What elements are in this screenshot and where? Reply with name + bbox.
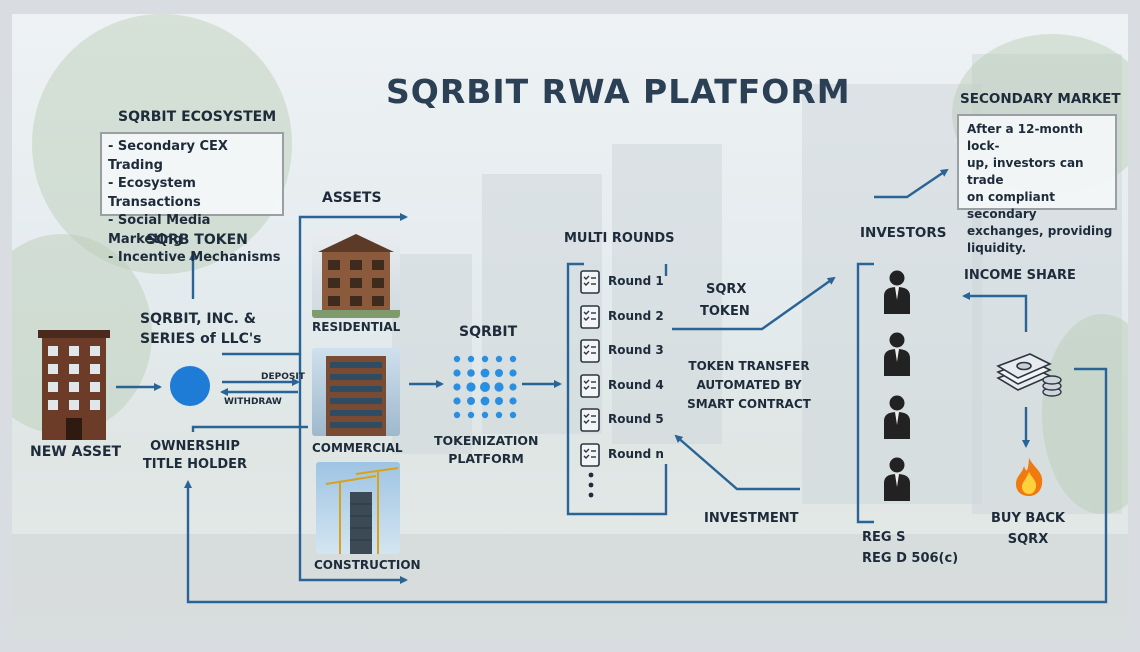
document-check-icon	[580, 305, 600, 329]
ecosystem-item: - Ecosystem Transactions	[108, 176, 201, 210]
arrow-investment-rounds	[674, 434, 800, 491]
arrow-income-share	[962, 292, 1028, 332]
commercial-image	[312, 348, 400, 436]
arrow-secondary	[874, 168, 949, 199]
secondary-text: liquidity.	[967, 241, 1027, 255]
construction-label: CONSTRUCTION	[314, 558, 421, 572]
ecosystem-box: - Secondary CEX Trading - Ecosystem Tran…	[100, 132, 284, 265]
residential-label: RESIDENTIAL	[312, 320, 401, 334]
round-label: Round 4	[608, 378, 664, 392]
round-label: Round 2	[608, 309, 664, 323]
document-check-icon	[580, 270, 600, 294]
multi-rounds-heading: MULTI ROUNDS	[564, 231, 675, 246]
ecosystem-item: - Secondary CEX Trading	[108, 139, 228, 173]
round-label: Round 1	[608, 274, 664, 288]
sqrbit-label: SQRBIT	[459, 324, 518, 340]
flow-arrows	[116, 168, 1108, 604]
document-check-icon	[580, 408, 600, 432]
company-line2: SERIES of LLC's	[140, 331, 262, 347]
buy-back-line2: SQRX	[1007, 532, 1049, 547]
reg-line1: REG S	[862, 530, 906, 545]
diagram-canvas: SQRBIT RWA PLATFORM SQRBIT ECOSYSTEM - S…	[12, 14, 1128, 638]
page-title: SQRBIT RWA PLATFORM	[386, 72, 851, 111]
investors-bracket	[856, 262, 874, 524]
document-check-icon	[580, 443, 600, 467]
circle-node-icon	[170, 366, 210, 406]
holder-line1: OWNERSHIP	[150, 439, 240, 454]
sqrx-line1: SQRX	[706, 282, 747, 297]
new-asset-label: NEW ASSET	[30, 444, 122, 460]
money-stack-icon	[994, 352, 1064, 398]
construction-image	[316, 462, 400, 554]
buy-back-line1: BUY BACK	[991, 511, 1065, 526]
secondary-heading: SECONDARY MARKET	[960, 91, 1121, 107]
arrow-sqrx-investors	[672, 276, 836, 331]
commercial-label: COMMERCIAL	[312, 441, 403, 455]
arrow-return-loop	[184, 367, 1108, 604]
building-icon	[38, 330, 110, 440]
token-dots-icon	[452, 354, 518, 420]
person-icon	[884, 395, 910, 439]
secondary-text: After a 12-month lock-	[967, 122, 1084, 153]
token-transfer-line1: TOKEN TRANSFER	[688, 359, 810, 373]
bg-road	[12, 534, 1128, 638]
secondary-text: up, investors can trade	[967, 156, 1084, 187]
token-transfer-line3: SMART CONTRACT	[687, 397, 811, 411]
tokenization-line1: TOKENIZATION	[434, 433, 539, 448]
token-transfer-line2: AUTOMATED BY	[696, 378, 802, 392]
person-icon	[884, 270, 910, 314]
secondary-text: exchanges, providing	[967, 224, 1113, 238]
ecosystem-item: - Social Media Marketing	[108, 213, 211, 247]
secondary-box: After a 12-month lock- up, investors can…	[957, 114, 1117, 255]
income-share-label: INCOME SHARE	[964, 268, 1076, 283]
withdraw-label: WITHDRAW	[224, 397, 282, 407]
round-label: Round 3	[608, 343, 664, 357]
fire-icon	[1012, 458, 1046, 496]
ellipsis-vertical-icon	[588, 472, 594, 500]
person-icon	[884, 332, 910, 376]
ecosystem-item: - Incentive Mechanisms	[108, 250, 281, 265]
person-icon	[884, 457, 910, 501]
tokenization-line2: PLATFORM	[448, 451, 524, 466]
bg-building	[392, 254, 472, 454]
assets-heading: ASSETS	[322, 190, 382, 206]
round-label: Round n	[608, 447, 664, 461]
document-check-icon	[580, 374, 600, 398]
rounds-bracket	[566, 262, 668, 516]
reg-line2: REG D 506(c)	[862, 551, 959, 566]
document-check-icon	[580, 339, 600, 363]
sqrb-token-label: SQRB TOKEN	[146, 232, 248, 248]
ecosystem-heading: SQRBIT ECOSYSTEM	[118, 109, 277, 125]
investment-label: INVESTMENT	[704, 511, 799, 526]
investors-heading: INVESTORS	[860, 225, 947, 241]
round-label: Round 5	[608, 412, 664, 426]
bg-building	[612, 144, 722, 444]
arrow-assets-bracket-lower	[298, 354, 408, 584]
sqrx-line2: TOKEN	[700, 304, 750, 319]
deposit-label: DEPOSIT	[261, 372, 305, 382]
company-line1: SQRBIT, INC. &	[140, 311, 256, 327]
holder-line2: TITLE HOLDER	[142, 457, 248, 472]
line-assets-return	[191, 425, 308, 432]
bg-tree	[1042, 314, 1128, 514]
arrow-assets-bracket	[222, 213, 408, 356]
residential-image	[312, 230, 400, 318]
secondary-text: on compliant secondary	[967, 190, 1056, 221]
